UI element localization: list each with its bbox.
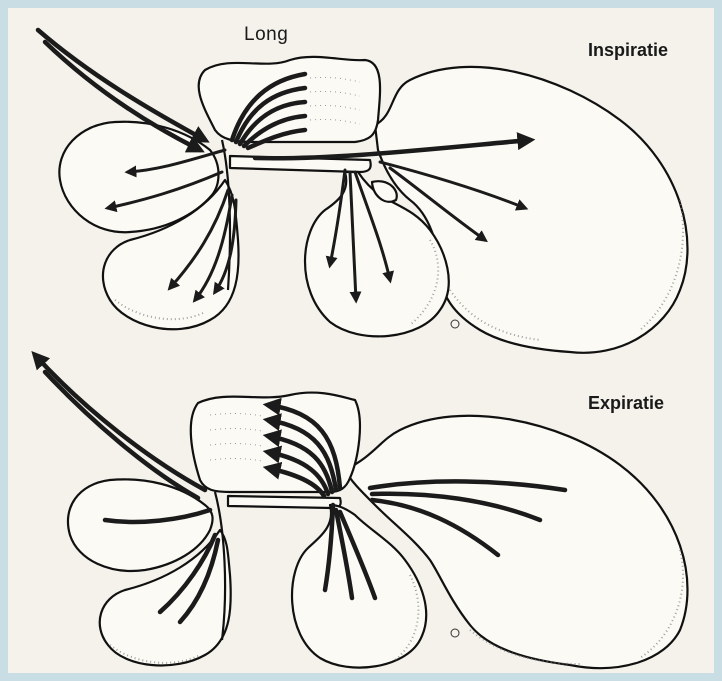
lung: [199, 57, 380, 142]
lung-label: Long: [244, 24, 288, 46]
inspiration-diagram: [38, 30, 688, 353]
registered-mark: [451, 320, 459, 328]
expiration-outflow-arrow-1: [35, 355, 205, 490]
inspiration-label: Inspiratie: [588, 40, 668, 61]
registered-mark: [451, 629, 459, 637]
expiration-label: Expiratie: [588, 393, 664, 414]
